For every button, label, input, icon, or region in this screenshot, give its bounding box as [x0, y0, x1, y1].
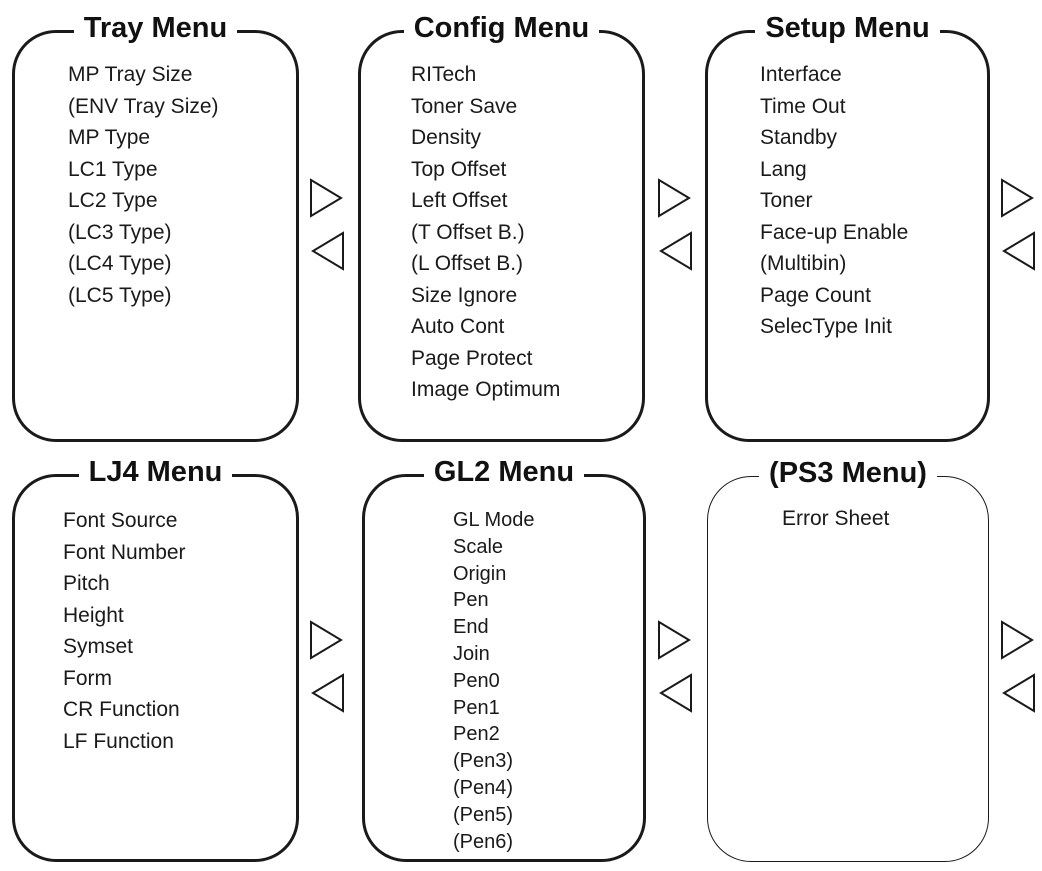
list-item: (Multibin)	[760, 252, 847, 275]
list-item: (T Offset B.)	[411, 220, 525, 244]
list-item: Page Count	[760, 283, 871, 307]
triangle-right-icon[interactable]	[1000, 178, 1034, 218]
triangle-left-icon[interactable]	[311, 673, 345, 713]
triangle-right-icon[interactable]	[657, 178, 691, 218]
triangle-left-icon[interactable]	[1002, 231, 1036, 271]
triangle-right-icon[interactable]	[309, 620, 343, 660]
setup-menu-items: Interface Time Out Standby Lang Toner Fa…	[760, 59, 908, 343]
lj4-menu-title: LJ4 Menu	[78, 453, 233, 491]
list-item: Font Number	[63, 540, 186, 564]
triangle-right-icon[interactable]	[1000, 620, 1034, 660]
list-item: Font Source	[63, 509, 178, 532]
list-item: Standby	[760, 126, 838, 149]
list-item: (L Offset B.)	[411, 252, 524, 275]
list-item: Density	[411, 126, 482, 149]
triangle-right-icon[interactable]	[657, 620, 691, 660]
list-item: Auto Cont	[411, 315, 505, 338]
list-item: Error Sheet	[782, 507, 890, 530]
list-item: (Pen6)	[453, 830, 514, 853]
list-item: (LC4 Type)	[68, 252, 172, 275]
list-item: Size Ignore	[411, 283, 518, 307]
tray-menu-items: MP Tray Size (ENV Tray Size) MP Type LC1…	[68, 59, 219, 311]
gl2-menu-panel: GL2 Menu GL Mode Scale Origin Pen End Jo…	[362, 453, 646, 862]
triangle-left-icon[interactable]	[659, 231, 693, 271]
ps3-menu-items: Error Sheet	[782, 503, 889, 535]
gl2-menu-items: GL Mode Scale Origin Pen End Join Pen0 P…	[453, 507, 535, 855]
config-menu-title: Config Menu	[403, 9, 600, 47]
list-item: Image Optimum	[411, 378, 561, 401]
list-item: (LC5 Type)	[68, 283, 172, 307]
list-item: (ENV Tray Size)	[68, 94, 219, 118]
list-item: Toner	[760, 189, 813, 212]
list-item: Pen2	[453, 723, 500, 746]
list-item: LF Function	[63, 729, 174, 753]
ps3-menu-panel: (PS3 Menu) Error Sheet	[707, 454, 989, 862]
triangle-left-icon[interactable]	[1002, 673, 1036, 713]
setup-menu-title: Setup Menu	[755, 9, 940, 47]
lj4-menu-items: Font Source Font Number Pitch Height Sym…	[63, 505, 186, 757]
list-item: Page Protect	[411, 346, 533, 370]
list-item: (Pen5)	[453, 803, 514, 826]
triangle-left-icon[interactable]	[311, 231, 345, 271]
tray-menu-panel: Tray Menu MP Tray Size (ENV Tray Size) M…	[12, 9, 299, 442]
list-item: SelecType Init	[760, 315, 892, 338]
list-item: Origin	[453, 562, 507, 585]
list-item: (LC3 Type)	[68, 220, 172, 244]
list-item: Scale	[453, 535, 504, 558]
list-item: Form	[63, 666, 112, 690]
list-item: RITech	[411, 63, 477, 86]
list-item: MP Tray Size	[68, 63, 193, 86]
list-item: Height	[63, 603, 124, 627]
list-item: (Pen4)	[453, 776, 514, 799]
list-item: Interface	[760, 63, 842, 86]
gl2-menu-title: GL2 Menu	[423, 453, 585, 491]
list-item: Face-up Enable	[760, 220, 909, 244]
list-item: Pen1	[453, 696, 500, 719]
tray-menu-title: Tray Menu	[73, 9, 238, 47]
list-item: Pen0	[453, 669, 500, 692]
list-item: LC2 Type	[68, 189, 158, 212]
list-item: GL Mode	[453, 509, 535, 531]
list-item: End	[453, 616, 489, 639]
list-item: Left Offset	[411, 189, 508, 212]
list-item: Top Offset	[411, 157, 507, 181]
list-item: Join	[453, 642, 490, 665]
lj4-menu-panel: LJ4 Menu Font Source Font Number Pitch H…	[12, 453, 299, 862]
triangle-right-icon[interactable]	[309, 178, 343, 218]
config-menu-panel: Config Menu RITech Toner Save Density To…	[358, 9, 645, 442]
list-item: Pen	[453, 589, 489, 612]
list-item: Pitch	[63, 572, 110, 595]
ps3-menu-title: (PS3 Menu)	[759, 454, 937, 492]
list-item: MP Type	[68, 126, 151, 149]
list-item: LC1 Type	[68, 157, 158, 181]
list-item: CR Function	[63, 698, 180, 721]
list-item: (Pen3)	[453, 750, 514, 773]
list-item: Lang	[760, 157, 807, 181]
list-item: Time Out	[760, 94, 846, 118]
setup-menu-panel: Setup Menu Interface Time Out Standby La…	[705, 9, 990, 442]
config-menu-items: RITech Toner Save Density Top Offset Lef…	[411, 59, 560, 406]
triangle-left-icon[interactable]	[659, 673, 693, 713]
list-item: Symset	[63, 635, 134, 658]
list-item: Toner Save	[411, 94, 518, 118]
